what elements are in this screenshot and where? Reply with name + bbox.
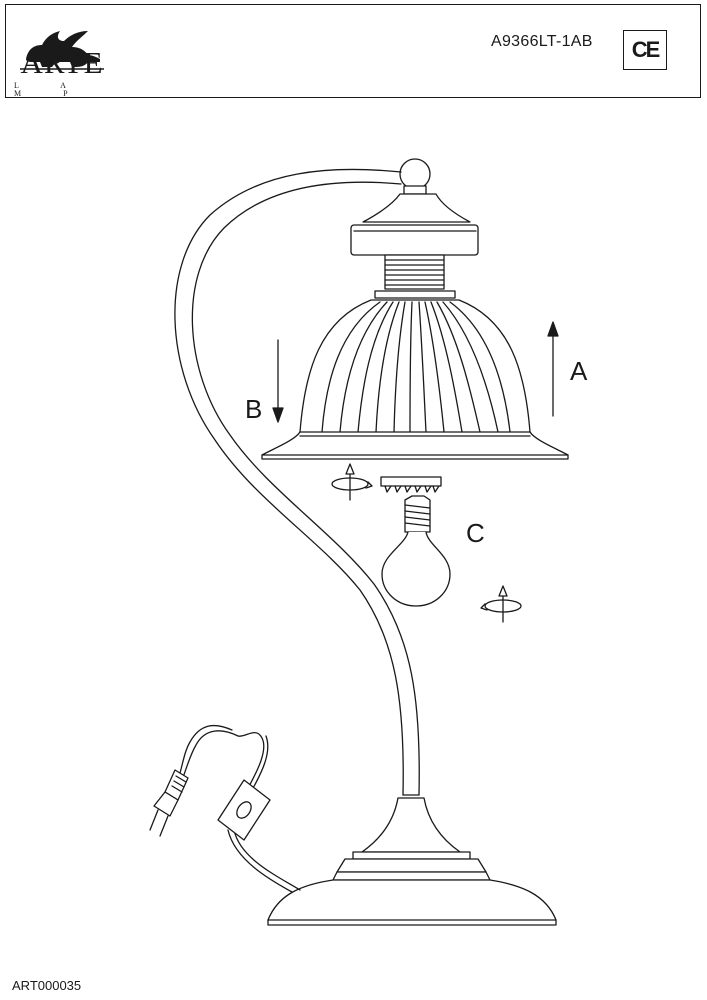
up-arrow-icon (547, 321, 559, 417)
rotate-icon (480, 585, 522, 623)
inline-switch (217, 779, 271, 841)
callout-a: A (570, 356, 588, 386)
socket-thread (374, 254, 456, 299)
glass-shade (261, 299, 569, 460)
light-bulb (381, 495, 451, 607)
callout-b: B (245, 394, 263, 424)
brand-wordmark: ARTE (20, 45, 104, 80)
callout-c: C (466, 518, 485, 548)
model-number: A9366LT-1AB (491, 33, 593, 50)
header-box (5, 4, 701, 98)
retaining-ring (380, 476, 442, 493)
plug-icon (149, 769, 189, 837)
rotate-icon (331, 463, 373, 501)
top-knob (399, 158, 431, 195)
lamp-arm (174, 168, 420, 796)
down-arrow-icon (272, 339, 284, 423)
socket-cap (350, 193, 479, 256)
document-code: ART000035 (12, 978, 82, 993)
power-cord (177, 724, 301, 893)
brand-subtitle: L A M P (14, 81, 88, 98)
ce-mark-icon: CE (623, 30, 667, 70)
lion-logo-icon (20, 31, 104, 70)
lamp-base (267, 794, 557, 926)
